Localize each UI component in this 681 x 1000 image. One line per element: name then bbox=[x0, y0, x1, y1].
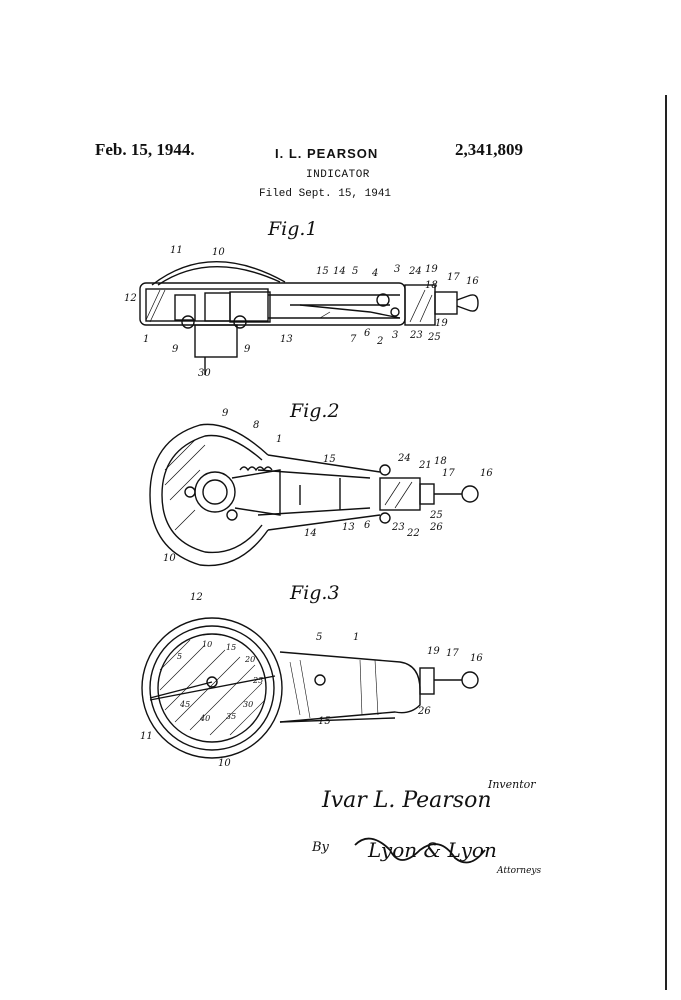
dial-number: 15 bbox=[226, 643, 237, 652]
fig2-numeral: 8 bbox=[253, 420, 260, 431]
attorneys-caption: Attorneys bbox=[497, 866, 542, 876]
fig1-numeral: 9 bbox=[172, 344, 179, 355]
dial-number: 5 bbox=[177, 652, 183, 661]
fig3-numeral: 16 bbox=[470, 653, 483, 664]
fig1-numeral: 14 bbox=[333, 266, 346, 277]
fig1-numeral: 12 bbox=[124, 293, 137, 304]
fig3-numeral: 26 bbox=[418, 706, 431, 717]
fig2-numeral: 14 bbox=[304, 528, 317, 539]
fig1-numeral: 13 bbox=[280, 334, 293, 345]
fig2-numeral: 18 bbox=[434, 456, 447, 467]
fig3-numeral: 12 bbox=[190, 592, 203, 603]
fig2-numeral: 15 bbox=[323, 454, 336, 465]
fig1-numeral: 23 bbox=[410, 330, 423, 341]
page-border-line bbox=[665, 95, 667, 990]
fig2-numeral: 24 bbox=[398, 453, 411, 464]
fig1-numeral: 2 bbox=[377, 336, 384, 347]
fig1-drawing bbox=[139, 261, 479, 375]
attorney-flourish bbox=[354, 837, 486, 864]
fig1-label: Fig.1 bbox=[268, 218, 318, 240]
patent-date: Feb. 15, 1944. bbox=[95, 140, 195, 159]
fig2-numeral: 9 bbox=[222, 408, 229, 419]
fig1-numeral: 18 bbox=[425, 280, 438, 291]
fig3-numeral: 1 bbox=[353, 632, 360, 643]
fig2-numeral: 21 bbox=[419, 460, 432, 471]
dial-number: 35 bbox=[226, 712, 237, 721]
patent-number: 2,341,809 bbox=[455, 140, 523, 159]
fig2-numeral: 26 bbox=[430, 522, 443, 533]
dial-number: 10 bbox=[202, 640, 213, 649]
inventor-header: I. L. PEARSON bbox=[275, 146, 379, 161]
dial-number: 25 bbox=[253, 676, 264, 685]
fig1-numeral: 30 bbox=[198, 368, 211, 379]
fig1-numeral: 19 bbox=[435, 318, 448, 329]
fig1-numeral: 7 bbox=[350, 334, 357, 345]
fig3-label: Fig.3 bbox=[290, 582, 340, 604]
fig1-numeral: 3 bbox=[394, 264, 401, 275]
filed-date: Filed Sept. 15, 1941 bbox=[259, 188, 392, 200]
fig2-numeral: 13 bbox=[342, 522, 355, 533]
fig2-numeral: 16 bbox=[480, 468, 493, 479]
fig3-drawing bbox=[141, 617, 479, 759]
dial-number: 40 bbox=[200, 714, 211, 723]
dial-number: 45 bbox=[180, 700, 191, 709]
fig1-numeral: 24 bbox=[409, 266, 422, 277]
fig3-numeral: 5 bbox=[316, 632, 323, 643]
fig1-numeral: 1 bbox=[143, 334, 150, 345]
fig1-numeral: 6 bbox=[364, 328, 371, 339]
fig2-numeral: 22 bbox=[407, 528, 420, 539]
fig1-numeral: 15 bbox=[316, 266, 329, 277]
fig1-numeral: 11 bbox=[170, 245, 183, 256]
dial-number: 30 bbox=[243, 700, 254, 709]
fig3-numeral: 15 bbox=[318, 716, 331, 727]
dial-number: 20 bbox=[245, 655, 256, 664]
fig2-numeral: 17 bbox=[442, 468, 455, 479]
fig1-numeral: 19 bbox=[425, 264, 438, 275]
fig1-numeral: 25 bbox=[428, 332, 441, 343]
fig1-numeral: 3 bbox=[392, 330, 399, 341]
inventor-caption: Inventor bbox=[488, 778, 536, 791]
inventor-signature: Ivar L. Pearson bbox=[322, 788, 492, 813]
fig2-numeral: 10 bbox=[163, 553, 176, 564]
patent-title: INDICATOR bbox=[306, 169, 370, 181]
fig2-numeral: 25 bbox=[430, 510, 443, 521]
fig1-numeral: 4 bbox=[372, 268, 379, 279]
fig2-numeral: 1 bbox=[276, 434, 283, 445]
fig2-numeral: 6 bbox=[364, 520, 371, 531]
fig3-numeral: 17 bbox=[446, 648, 459, 659]
by-label: By bbox=[312, 840, 329, 855]
fig2-numeral: 23 bbox=[392, 522, 405, 533]
fig1-numeral: 9 bbox=[244, 344, 251, 355]
fig3-numeral: 11 bbox=[140, 731, 153, 742]
fig1-numeral: 17 bbox=[447, 272, 460, 283]
fig1-numeral: 5 bbox=[352, 266, 359, 277]
fig3-numeral: 19 bbox=[427, 646, 440, 657]
fig2-drawing bbox=[149, 423, 479, 567]
fig3-numeral: 10 bbox=[218, 758, 231, 769]
fig1-numeral: 16 bbox=[466, 276, 479, 287]
fig2-label: Fig.2 bbox=[290, 400, 340, 422]
attorney-signature: Lyon & Lyon bbox=[368, 838, 497, 862]
fig1-numeral: 10 bbox=[212, 247, 225, 258]
